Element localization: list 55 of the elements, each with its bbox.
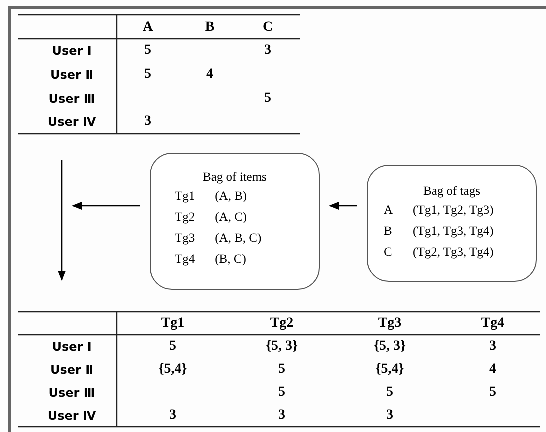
row-header: User Ⅰ [52, 44, 92, 58]
table-cell: 3 [144, 114, 152, 130]
table-cell: {5, 3} [374, 339, 406, 355]
list-value: (A, B, C) [215, 231, 262, 246]
table-cell: 5 [278, 362, 286, 378]
table-cell: 5 [264, 91, 272, 107]
row-header: User Ⅰ [52, 340, 92, 354]
list-key: Tg4 [175, 252, 196, 267]
arrow [72, 202, 140, 210]
table-cell: 5 [278, 385, 286, 401]
table-cell: C [262, 20, 274, 36]
box-heading: Bag of tags [424, 184, 480, 198]
rounded-box [150, 153, 320, 290]
table-cell: 4 [206, 67, 214, 83]
table-cell: Tg1 [161, 316, 185, 332]
row-header: User Ⅲ [48, 386, 96, 400]
table-cell: 4 [490, 362, 496, 378]
list-key: Tg1 [175, 189, 196, 204]
box-heading: Bag of items [203, 170, 267, 184]
list-value: (Tg1, Tg2, Tg3) [413, 203, 494, 218]
arrow [329, 202, 357, 210]
list-value: (A, C) [215, 210, 248, 225]
list-key: Tg2 [175, 210, 196, 225]
list-value: (B, C) [215, 252, 248, 267]
list-value: (Tg2, Tg3, Tg4) [413, 245, 494, 260]
row-header: User Ⅳ [48, 409, 96, 423]
list-value: (Tg1, Tg3, Tg4) [413, 224, 494, 239]
row-header: User Ⅳ [48, 115, 96, 129]
table-cell: {5,4} [158, 362, 188, 378]
list-key: C [384, 245, 394, 260]
table-cell: {5,4} [376, 362, 404, 378]
table-cell: 5 [386, 385, 394, 401]
row-header: User Ⅱ [50, 363, 94, 377]
table-cell: Tg4 [481, 316, 505, 332]
table-cell: 3 [170, 408, 176, 424]
row-header: User Ⅲ [48, 92, 96, 106]
table-cell: 3 [278, 408, 286, 424]
list-value: (A, B) [215, 189, 248, 204]
table-cell: Tg2 [270, 316, 294, 332]
table-cell: B [205, 20, 215, 36]
table-cell: 5 [144, 43, 152, 59]
table-cell: 5 [490, 385, 496, 401]
table-cell: 3 [264, 43, 272, 59]
rounded-box [367, 165, 537, 282]
list-key: A [384, 203, 394, 218]
table-cell: 5 [144, 67, 152, 83]
list-key: B [384, 224, 394, 239]
table-cell: 5 [170, 339, 176, 355]
table-cell: 3 [386, 408, 394, 424]
list-key: Tg3 [175, 231, 196, 246]
table-cell: {5, 3} [266, 339, 298, 355]
table-cell: A [142, 20, 154, 36]
row-header: User Ⅱ [50, 68, 94, 82]
table-cell: Tg3 [378, 316, 402, 332]
table-cell: 3 [490, 339, 496, 355]
